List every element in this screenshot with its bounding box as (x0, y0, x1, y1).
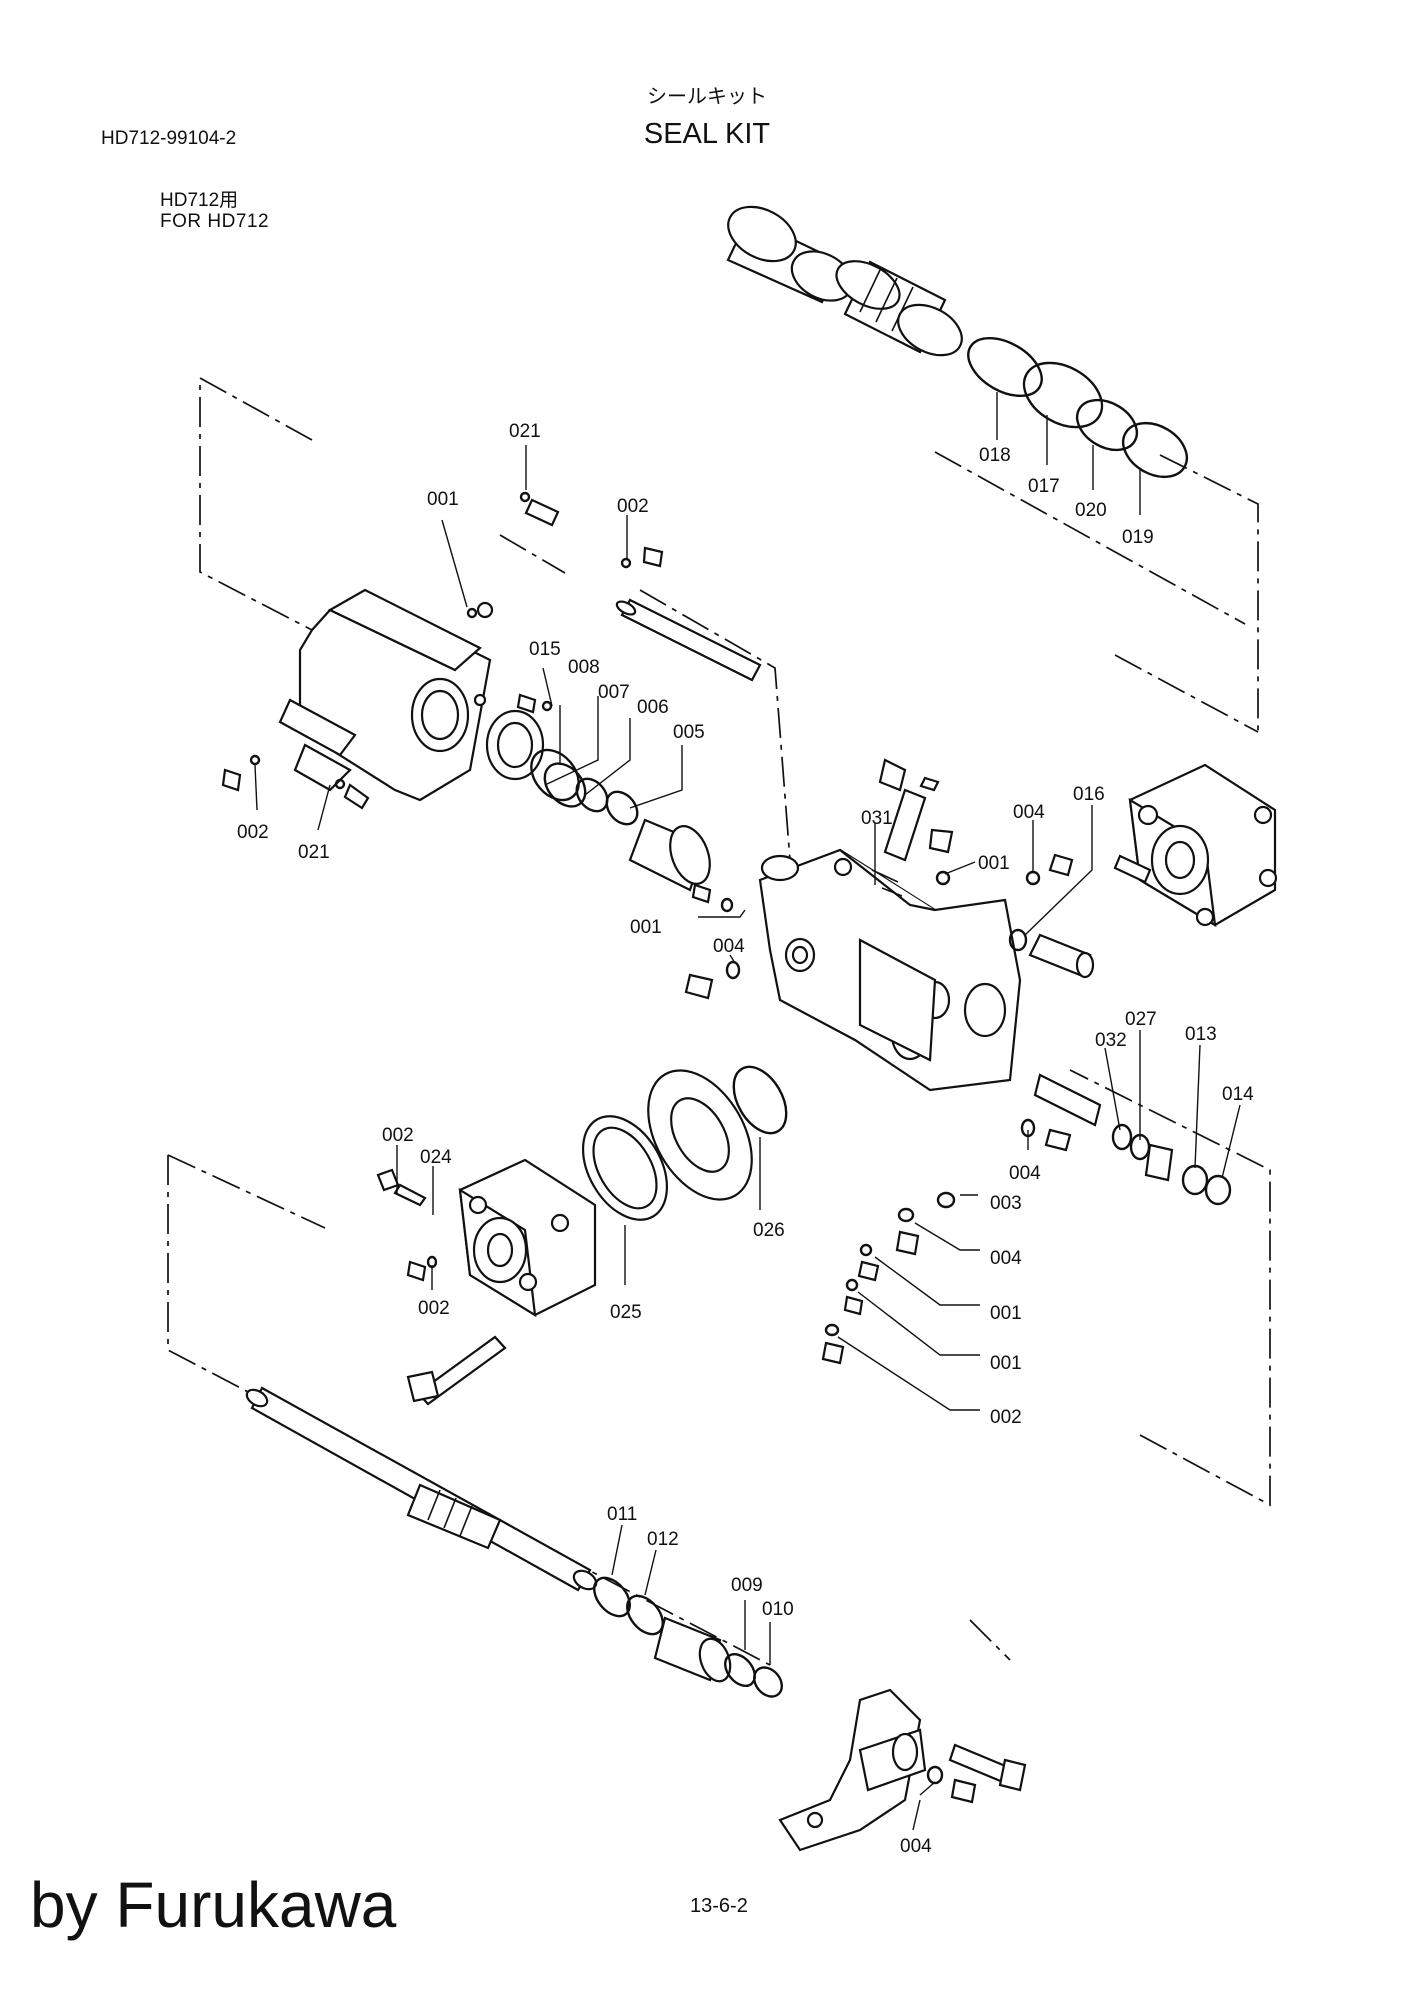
leader-lines (254, 392, 1241, 1831)
main-valve-body (758, 848, 1022, 1092)
callout-010: 010 (762, 1599, 794, 1620)
right-side-seals (1020, 1073, 1232, 1206)
upper-left-housing (278, 588, 494, 802)
callout-002: 002 (418, 1298, 450, 1319)
brand-label: by Furukawa (30, 1869, 397, 1941)
fitting-016 (928, 828, 1095, 979)
top-sleeve-assembly (726, 205, 1188, 479)
callout-018: 018 (979, 445, 1011, 466)
callout-011: 011 (607, 1504, 637, 1525)
upper-seal-rings (485, 709, 711, 892)
callout-008: 008 (568, 657, 600, 678)
small-fittings (221, 491, 664, 810)
assembly-guide-lines (167, 376, 1271, 1666)
callout-001: 001 (990, 1303, 1022, 1324)
bottom-bracket (778, 1688, 1027, 1852)
callout-019: 019 (1122, 527, 1154, 548)
upper-spool-rod (615, 598, 762, 682)
callout-004: 004 (990, 1248, 1022, 1269)
callout-002: 002 (617, 496, 649, 517)
model-note: FOR HD712 (160, 211, 270, 232)
title-japanese: シールキット (647, 86, 767, 108)
callout-027: 027 (1125, 1009, 1157, 1030)
callout-001: 001 (427, 489, 459, 510)
callout-012: 012 (647, 1529, 679, 1550)
callout-013: 013 (1185, 1024, 1217, 1045)
callout-003: 003 (990, 1193, 1022, 1214)
callout-004: 004 (713, 936, 745, 957)
callout-017: 017 (1028, 476, 1060, 497)
callout-005: 005 (673, 722, 705, 743)
callout-020: 020 (1075, 500, 1107, 521)
adjustment-screw (871, 758, 940, 897)
callout-009: 009 (731, 1575, 763, 1596)
callout-016: 016 (1073, 784, 1105, 805)
model-note-japanese: HD712用 (160, 190, 239, 211)
callout-002: 002 (237, 822, 269, 843)
callout-021: 021 (298, 842, 330, 863)
callout-014: 014 (1222, 1084, 1254, 1105)
callout-021: 021 (509, 421, 541, 442)
callout-006: 006 (637, 697, 669, 718)
callout-015: 015 (529, 639, 561, 660)
part-callouts: 021 001 002 015 008 007 006 005 002 021 … (237, 421, 1254, 1857)
callout-001: 001 (978, 853, 1010, 874)
lower-shaft (245, 1386, 783, 1698)
page-title: SEAL KIT (643, 118, 771, 150)
callout-004: 004 (1009, 1163, 1041, 1184)
page-number: 13-6-2 (690, 1895, 748, 1917)
seal-025-and-spring-026 (581, 1065, 788, 1221)
callout-007: 007 (598, 682, 630, 703)
callout-002: 002 (382, 1125, 414, 1146)
right-cover (1113, 763, 1278, 928)
lower-left-cover (376, 1158, 597, 1406)
callout-004: 004 (900, 1836, 932, 1857)
document-code: HD712-99104-2 (101, 128, 237, 149)
lower-body-fittings (821, 1191, 956, 1365)
callout-001: 001 (630, 917, 662, 938)
callout-025: 025 (610, 1302, 642, 1323)
callout-026: 026 (753, 1220, 785, 1241)
callout-024: 024 (420, 1147, 452, 1168)
callout-032: 032 (1095, 1030, 1127, 1051)
body-left-fittings (684, 883, 741, 1000)
callout-001: 001 (990, 1353, 1022, 1374)
callout-031: 031 (861, 808, 893, 829)
callout-002: 002 (990, 1407, 1022, 1428)
callout-004: 004 (1013, 802, 1045, 823)
